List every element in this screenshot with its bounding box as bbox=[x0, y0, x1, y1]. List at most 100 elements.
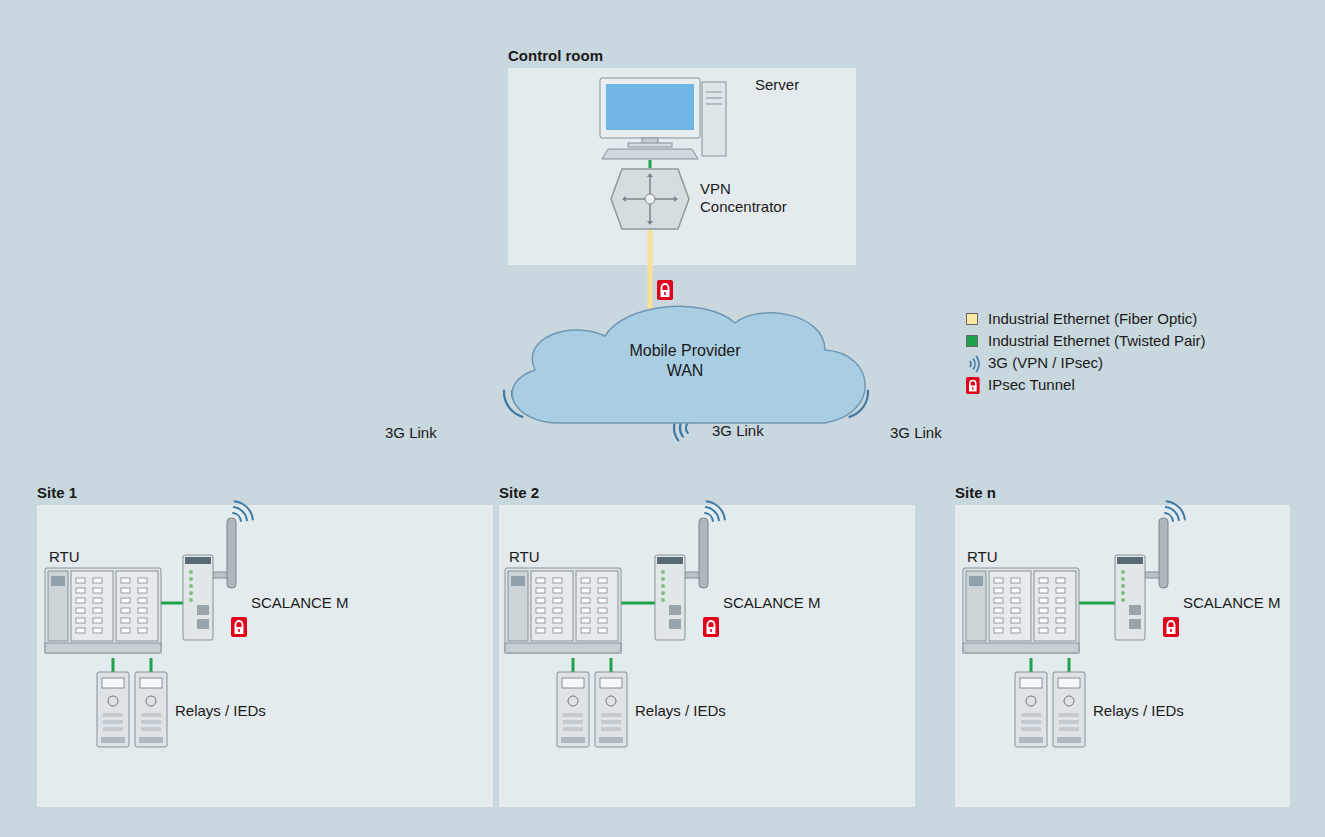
router-led bbox=[661, 591, 665, 595]
ethernet-link bbox=[572, 658, 575, 672]
rtu-led bbox=[93, 628, 102, 633]
lock-body bbox=[1163, 617, 1179, 637]
lock-keyhole bbox=[972, 387, 973, 390]
relay-body bbox=[1053, 672, 1085, 747]
lock-keyhole bbox=[1170, 629, 1172, 632]
rtu-led bbox=[121, 628, 130, 633]
monitor bbox=[600, 78, 700, 138]
rtu-led bbox=[121, 588, 130, 593]
lock-body bbox=[703, 617, 719, 637]
lock-case bbox=[969, 386, 977, 392]
rtu-led bbox=[1056, 598, 1065, 603]
tower-slot bbox=[706, 104, 722, 105]
rtu-device: RTU bbox=[45, 548, 161, 658]
relay-button-row bbox=[141, 720, 161, 724]
rtu-led bbox=[536, 618, 545, 623]
rtu-cpu-module bbox=[966, 571, 986, 641]
rtu-led bbox=[536, 588, 545, 593]
router-led bbox=[661, 598, 665, 602]
legend-row: Industrial Ethernet (Fiber Optic) bbox=[966, 310, 1296, 330]
node-label: RTU bbox=[49, 548, 80, 566]
relay-button-row bbox=[1021, 727, 1041, 731]
node-illustration bbox=[183, 510, 358, 640]
relay-button-row bbox=[1021, 720, 1041, 724]
rtu-led bbox=[1039, 598, 1048, 603]
router-led bbox=[661, 570, 665, 574]
rtu-body bbox=[505, 568, 621, 653]
rtu-led bbox=[553, 608, 562, 613]
rtu-led bbox=[1039, 588, 1048, 593]
panel-ground bbox=[955, 505, 1290, 807]
rtu-display bbox=[51, 576, 65, 586]
rtu-led bbox=[1011, 608, 1020, 613]
relay-button-row bbox=[601, 727, 621, 731]
radio-wave bbox=[1166, 507, 1179, 520]
fiber-link bbox=[648, 230, 653, 312]
router-port bbox=[669, 619, 681, 629]
lock-case bbox=[1167, 627, 1176, 634]
lock-case bbox=[235, 627, 244, 634]
rtu-led bbox=[121, 608, 130, 613]
rtu-led bbox=[121, 578, 130, 583]
legend-text: Industrial Ethernet (Twisted Pair) bbox=[988, 332, 1206, 350]
panel-ground bbox=[37, 505, 493, 807]
relay-dial bbox=[568, 696, 578, 706]
router-port bbox=[669, 605, 681, 615]
rtu-display bbox=[969, 576, 983, 586]
relay-display bbox=[600, 678, 622, 688]
relay-body bbox=[97, 672, 129, 747]
rtu-led bbox=[121, 598, 130, 603]
node-label: SCALANCE M bbox=[251, 594, 349, 612]
router-led bbox=[661, 584, 665, 588]
relay-body bbox=[557, 672, 589, 747]
rtu-cpu-module bbox=[48, 571, 68, 641]
relay-display bbox=[102, 678, 124, 688]
rtu-io-module bbox=[531, 571, 573, 641]
label-anchor: 3G Link bbox=[385, 424, 437, 442]
monitor-foot bbox=[628, 143, 672, 147]
rtu-led bbox=[93, 598, 102, 603]
relay-button-row bbox=[1059, 727, 1079, 731]
rtu-led bbox=[1011, 618, 1020, 623]
rtu-led bbox=[994, 628, 1003, 633]
relay-terminal bbox=[1057, 737, 1081, 743]
radio-wave bbox=[686, 423, 688, 433]
monitor-screen bbox=[606, 84, 694, 130]
router-led bbox=[661, 577, 665, 581]
router-led bbox=[1121, 577, 1125, 581]
router-top-strip bbox=[657, 557, 683, 564]
rtu-led bbox=[76, 598, 85, 603]
legend-row: Industrial Ethernet (Twisted Pair) bbox=[966, 332, 1296, 352]
site-panel: Control roomServerVPN Concentrator bbox=[508, 68, 856, 265]
rtu-led bbox=[994, 618, 1003, 623]
relay-display bbox=[140, 678, 162, 688]
node-label: Relays / IEDs bbox=[1093, 702, 1184, 720]
rtu-led bbox=[598, 628, 607, 633]
ipsec-lock-icon bbox=[966, 377, 980, 394]
router-antenna bbox=[1159, 518, 1168, 588]
rtu-io-module bbox=[989, 571, 1031, 641]
rtu-led bbox=[598, 578, 607, 583]
site-panel: Site 2RTUSCALANCE MRelays / IEDs bbox=[499, 505, 915, 807]
rtu-led bbox=[1056, 608, 1065, 613]
rtu-led bbox=[138, 588, 147, 593]
node-label: Server bbox=[755, 76, 799, 94]
rtu-led bbox=[553, 618, 562, 623]
relay-display bbox=[1020, 678, 1042, 688]
node-illustration bbox=[1115, 510, 1290, 640]
rtu-io-module bbox=[576, 571, 618, 641]
relay-dial bbox=[108, 696, 118, 706]
rtu-led bbox=[93, 618, 102, 623]
rtu-cpu-module bbox=[508, 571, 528, 641]
node-label: Mobile Provider WAN bbox=[623, 341, 748, 381]
server-node: Server bbox=[588, 78, 804, 160]
legend-row: 3G (VPN / IPsec) bbox=[966, 354, 1296, 374]
router-led bbox=[1121, 584, 1125, 588]
rtu-led bbox=[93, 578, 102, 583]
legend-text: Industrial Ethernet (Fiber Optic) bbox=[988, 310, 1197, 328]
node-label: Relays / IEDs bbox=[175, 702, 266, 720]
rtu-base bbox=[45, 643, 161, 653]
cloud-shape bbox=[512, 306, 865, 423]
rtu-led bbox=[1039, 628, 1048, 633]
lock-body bbox=[657, 280, 673, 300]
